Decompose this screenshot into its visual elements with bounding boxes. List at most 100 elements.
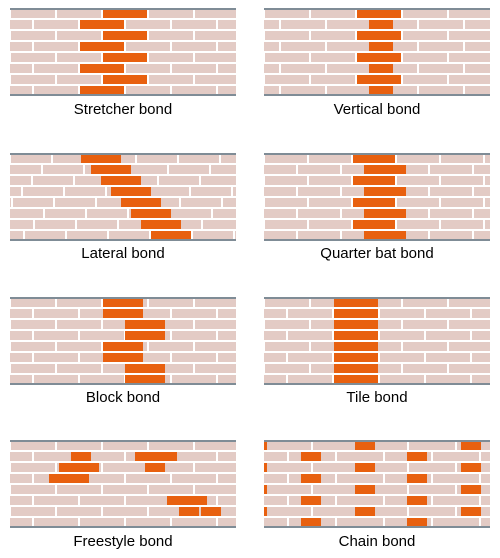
brick: [211, 165, 236, 174]
brick: [298, 165, 340, 174]
vertical-bond-diagram: [264, 8, 490, 96]
brick: [181, 198, 221, 207]
highlighted-brick: [103, 298, 143, 307]
brick: [403, 342, 447, 351]
brick: [171, 209, 211, 218]
highlighted-brick: [131, 209, 171, 218]
highlighted-brick: [407, 496, 427, 505]
brick: [149, 298, 193, 307]
tile-bond-caption: Tile bond: [346, 389, 408, 406]
brick: [265, 507, 311, 516]
brick: [264, 496, 287, 505]
brick: [57, 31, 101, 40]
brick: [149, 364, 193, 373]
brick: [195, 485, 236, 494]
brick: [313, 507, 359, 516]
brick: [80, 518, 124, 527]
brick: [195, 53, 236, 62]
brick: [449, 31, 490, 40]
brick: [103, 463, 147, 472]
brick: [149, 9, 193, 18]
brick: [264, 353, 286, 362]
highlighted-brick: [301, 474, 321, 483]
highlighted-brick: [264, 441, 267, 450]
brick: [172, 375, 216, 384]
brick: [264, 518, 287, 527]
brick: [87, 209, 127, 218]
brick: [481, 452, 490, 461]
brick: [281, 86, 325, 95]
brick: [481, 518, 490, 527]
brick: [235, 231, 236, 240]
brick: [311, 364, 355, 373]
brick: [34, 20, 78, 29]
tile-bond-diagram: [264, 297, 490, 385]
highlighted-brick: [364, 165, 406, 174]
brick: [195, 320, 236, 329]
brick: [264, 375, 286, 384]
brick: [34, 309, 78, 318]
lateral-bond-diagram: [10, 153, 236, 241]
brick: [11, 507, 55, 516]
brick: [386, 209, 428, 218]
freestyle-bond-caption: Freestyle bond: [73, 533, 173, 550]
brick: [10, 198, 11, 207]
brick: [11, 154, 51, 163]
quarter-bat-bond-caption: Quarter bat bond: [320, 245, 434, 262]
tile-bond-panel: [264, 297, 490, 385]
brick: [357, 342, 401, 351]
lateral-bond-caption: Lateral bond: [81, 245, 165, 262]
brick: [397, 176, 439, 185]
brick: [172, 452, 216, 461]
brick: [103, 441, 147, 450]
brick: [430, 165, 472, 174]
brick: [313, 463, 359, 472]
brick: [281, 64, 325, 73]
brick: [337, 496, 383, 505]
highlighted-brick: [91, 165, 131, 174]
brick: [264, 187, 296, 196]
brick: [288, 353, 332, 362]
brick: [309, 154, 351, 163]
brick: [409, 463, 455, 472]
brick: [195, 463, 236, 472]
brick: [472, 375, 490, 384]
brick: [474, 187, 490, 196]
brick: [426, 331, 470, 340]
brick: [288, 309, 332, 318]
brick: [380, 353, 424, 362]
highlighted-brick: [49, 474, 89, 483]
highlighted-brick: [301, 452, 321, 461]
brick: [449, 342, 490, 351]
highlighted-brick: [80, 86, 124, 95]
highlighted-brick: [103, 342, 143, 351]
brick: [265, 298, 309, 307]
brick: [10, 187, 21, 196]
brick: [218, 20, 236, 29]
brick: [403, 31, 447, 40]
brick: [441, 154, 483, 163]
brick: [169, 165, 209, 174]
brick: [265, 342, 309, 351]
brick: [223, 198, 236, 207]
highlighted-brick: [369, 64, 393, 73]
brick: [218, 331, 236, 340]
brick: [481, 474, 490, 483]
brick: [191, 187, 231, 196]
brick: [34, 496, 78, 505]
brick: [10, 496, 32, 505]
brick: [265, 154, 307, 163]
brick: [80, 474, 124, 483]
brick: [80, 496, 124, 505]
brick: [298, 209, 340, 218]
chain-bond-panel: [264, 440, 490, 528]
brick: [472, 309, 490, 318]
brick: [172, 518, 216, 527]
brick: [172, 309, 216, 318]
brick: [218, 496, 236, 505]
brick: [265, 220, 307, 229]
brick: [149, 463, 193, 472]
brick: [57, 507, 101, 516]
brick: [80, 331, 124, 340]
brick: [403, 320, 447, 329]
